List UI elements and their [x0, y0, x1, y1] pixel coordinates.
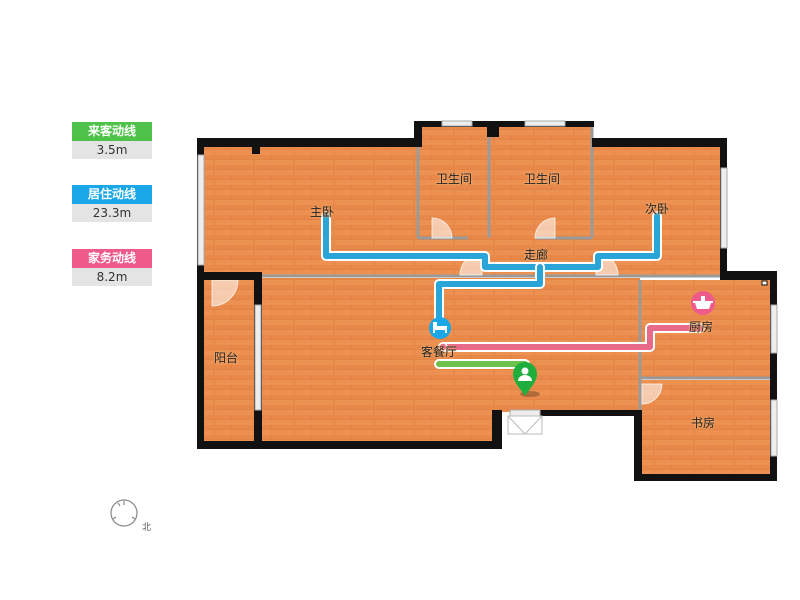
legend-visitor: 来客动线 3.5m: [72, 122, 152, 159]
room-label-kitchen: 厨房: [689, 320, 714, 334]
floor-bath1: [418, 126, 489, 238]
compass-north-label: 北: [142, 523, 152, 533]
room-label-study: 书房: [691, 416, 716, 430]
legend-chores-value: 8.2m: [72, 268, 152, 286]
person-pin-icon: [513, 362, 540, 397]
route-living: [321, 211, 662, 335]
legend-living: 居住动线 23.3m: [72, 185, 152, 222]
floor-living-low: [262, 410, 494, 442]
room-label-corridor: 走廊: [524, 248, 549, 262]
legend-chores: 家务动线 8.2m: [72, 249, 152, 286]
room-label-living: 客餐厅: [421, 345, 458, 359]
room-label-bath2: 卫生间: [524, 172, 561, 186]
entry-door: [507, 415, 543, 435]
bed-icon: [429, 317, 451, 339]
route-chores: [438, 323, 705, 352]
walls: [197, 121, 777, 481]
room-label-balcony: 阳台: [214, 351, 239, 365]
room-label-master: 主卧: [310, 205, 335, 219]
legend-visitor-value: 3.5m: [72, 141, 152, 159]
room-label-bath1: 卫生间: [436, 172, 473, 186]
legend-living-label: 居住动线: [72, 185, 152, 204]
windows: [197, 120, 778, 457]
room-label-second: 次卧: [645, 202, 670, 216]
compass-icon: [110, 499, 138, 527]
route-start-chores: [438, 342, 448, 352]
legend-chores-label: 家务动线: [72, 249, 152, 268]
floor-study: [640, 380, 770, 474]
legend-living-value: 23.3m: [72, 204, 152, 222]
route-start-second: [654, 213, 660, 219]
route-start-master: [323, 213, 329, 219]
legend-visitor-label: 来客动线: [72, 122, 152, 141]
floor-bath2: [489, 126, 592, 238]
floor-balcony: [203, 280, 258, 442]
floor-areas: [203, 126, 770, 474]
pot-icon: [691, 291, 715, 315]
